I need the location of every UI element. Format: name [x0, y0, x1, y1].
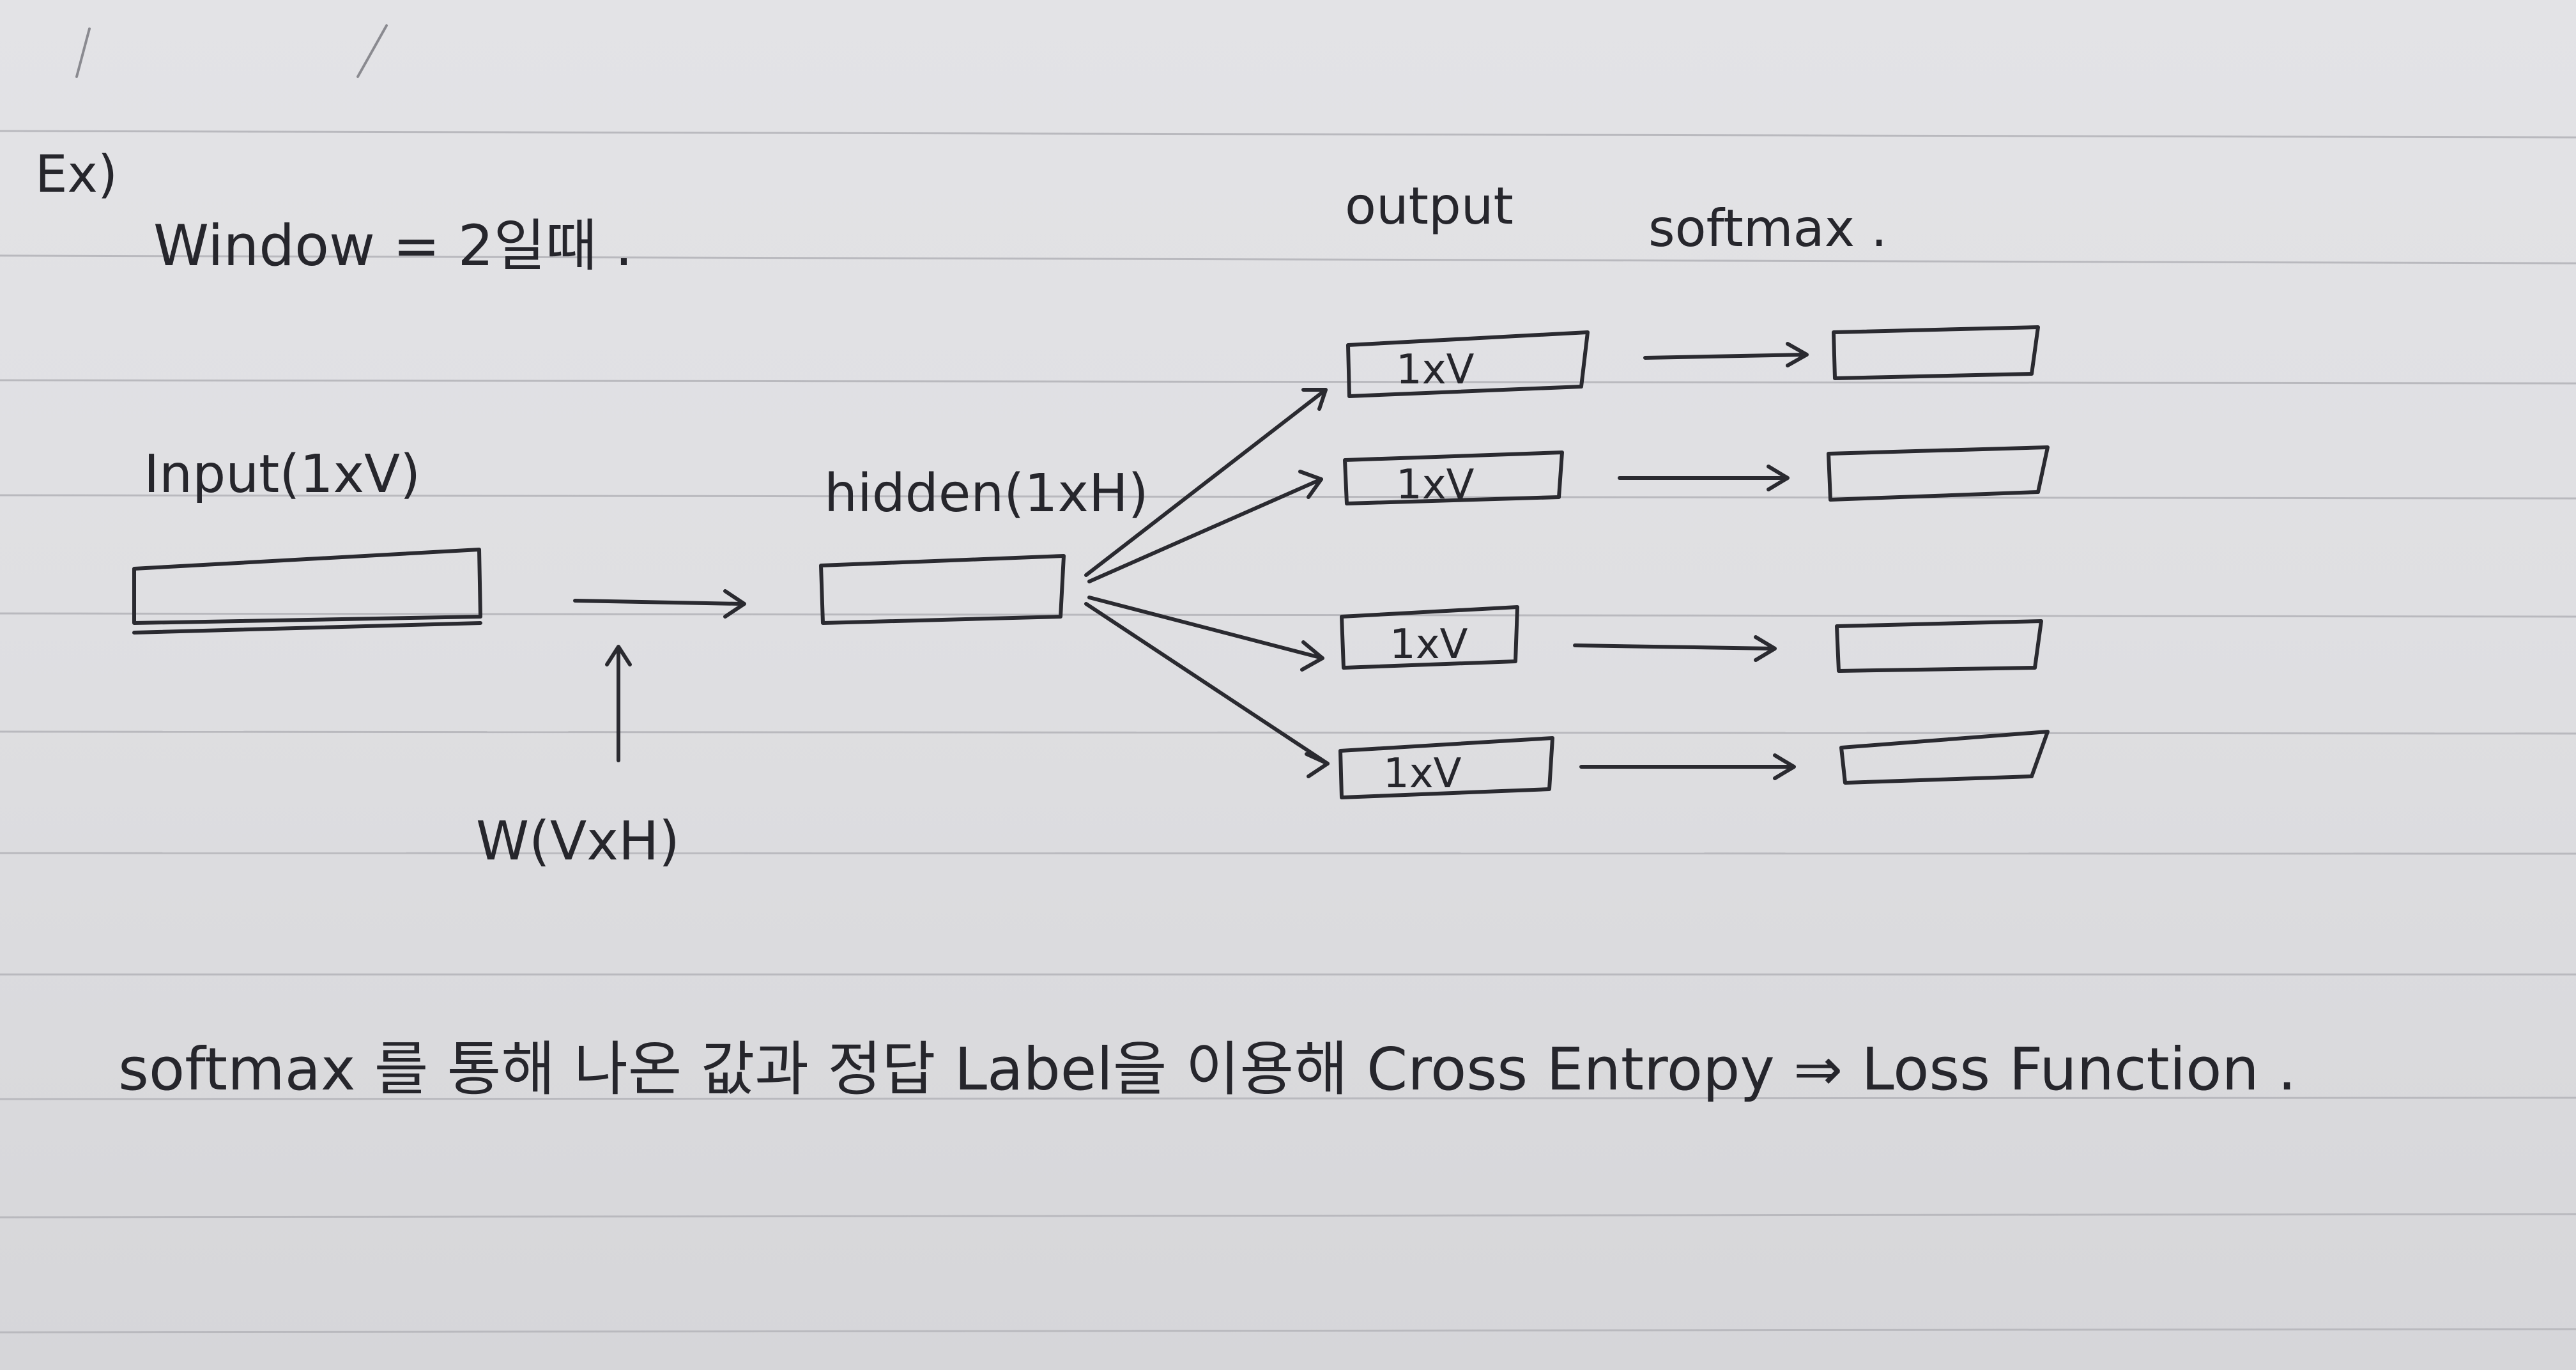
output-box-label: 1xV: [1390, 621, 1468, 668]
hidden-to-output-arrow: [1084, 388, 1328, 577]
ruled-line: [0, 730, 2576, 735]
ruled-lines: [0, 130, 2576, 1334]
hidden-vector-box: [819, 554, 1066, 625]
weight-matrix-label: W(VxH): [476, 810, 680, 872]
summary-text: softmax 를 통해 나온 값과 정답 Label을 이용해 Cross E…: [118, 1035, 2296, 1104]
arrow-head: [1301, 388, 1328, 411]
arrow-head: [1300, 640, 1324, 672]
ruled-line: [0, 852, 2576, 855]
input-label: Input(1xV): [144, 444, 420, 505]
input-vector-box: [132, 548, 482, 625]
output-to-softmax-arrow: [1573, 643, 1775, 650]
hidden-to-output-arrow: [1087, 596, 1324, 660]
arrow-head: [723, 589, 746, 619]
input-to-hidden-arrow: [573, 599, 743, 606]
arrow-head: [605, 645, 632, 666]
arrow-head: [1305, 752, 1330, 778]
arrow-head: [1773, 753, 1796, 780]
window-size-text: Window = 2일때 .: [153, 213, 633, 279]
header-mark: [356, 24, 388, 78]
output-box-label: 1xV: [1383, 750, 1462, 797]
header-mark: [75, 27, 91, 78]
output-vector-2: 1xV: [1343, 450, 1564, 509]
ruled-line: [0, 1328, 2576, 1334]
softmax-vector-4: [1839, 730, 2050, 785]
output-vector-3: 1xV: [1340, 605, 1519, 670]
hidden-to-output-arrow: [1084, 602, 1330, 766]
output-box-label: 1xV: [1396, 461, 1475, 509]
arrow-head: [1786, 342, 1809, 367]
softmax-header: softmax .: [1648, 199, 1887, 258]
softmax-vector-2: [1827, 445, 2050, 502]
arrow-head: [1767, 465, 1790, 491]
ruled-line: [0, 1213, 2576, 1219]
arrow-head: [1298, 470, 1323, 499]
ruled-line: [0, 494, 2576, 500]
softmax-vector-3: [1835, 619, 2043, 673]
ruled-line: [0, 254, 2576, 265]
arrow-head: [1754, 635, 1777, 662]
softmax-vector-1: [1832, 325, 2040, 380]
output-box-label: 1xV: [1396, 346, 1475, 394]
output-header: output: [1345, 176, 1514, 236]
hidden-layer-label: hidden(1xH): [824, 463, 1149, 524]
ruled-line: [0, 612, 2576, 618]
ruled-line: [0, 130, 2576, 139]
output-vector-4: 1xV: [1338, 736, 1554, 799]
hidden-to-output-arrow: [1087, 477, 1323, 583]
ruled-line: [0, 379, 2576, 385]
ruled-line: [0, 1097, 2576, 1100]
input-box-underline: [132, 621, 482, 635]
output-to-softmax-arrow: [1643, 353, 1807, 360]
example-label: Ex): [35, 144, 118, 204]
output-vector-1: 1xV: [1346, 330, 1590, 398]
